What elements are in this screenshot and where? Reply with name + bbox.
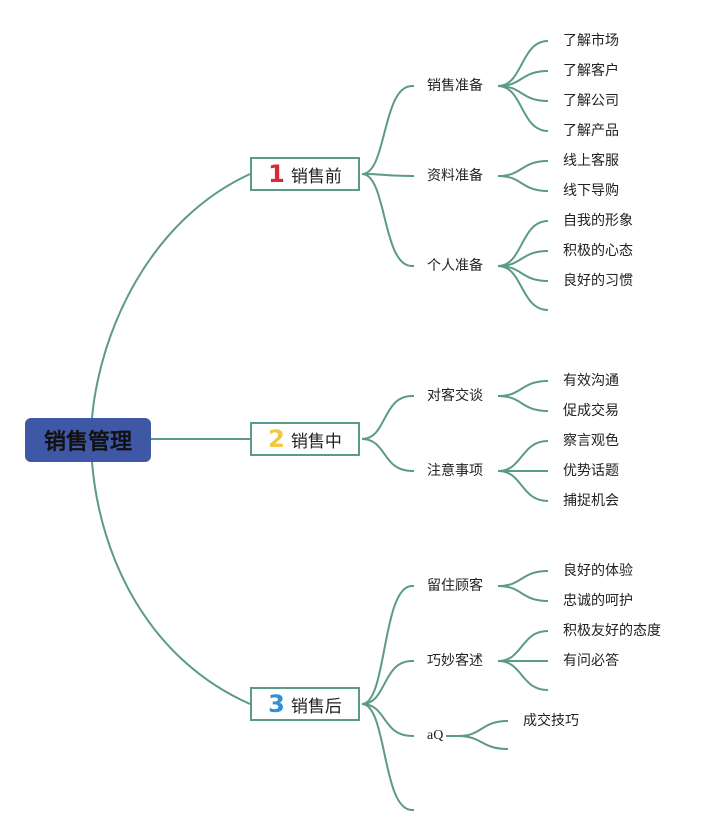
leaf-topic[interactable]: 有问必答: [563, 653, 619, 669]
leaf-topic[interactable]: 忠诚的呵护: [563, 593, 633, 609]
leaf-topic[interactable]: 积极友好的态度: [563, 623, 661, 639]
leaf-topic[interactable]: 自我的形象: [563, 213, 633, 229]
connector-line: [457, 720, 509, 737]
leaf-topic[interactable]: 成交技巧: [523, 713, 579, 729]
connector-line: [497, 160, 549, 177]
leaf-topic[interactable]: 积极的心态: [563, 243, 633, 259]
connector-line: [361, 585, 413, 705]
leaf-topic[interactable]: 了解产品: [563, 123, 619, 139]
connector-line: [497, 175, 549, 192]
connector-line: [497, 220, 549, 267]
connector-line: [497, 660, 549, 691]
connector-line: [361, 438, 413, 472]
connector-line: [361, 173, 413, 267]
number-2-icon: 2: [268, 425, 285, 453]
branch-node-post-sale[interactable]: 3 销售后: [250, 687, 360, 721]
connector-line: [497, 570, 549, 587]
leaf-topic[interactable]: 了解公司: [563, 93, 619, 109]
sub-topic[interactable]: 留住顾客: [427, 578, 483, 594]
connector-line: [361, 660, 413, 705]
leaf-topic[interactable]: 有效沟通: [563, 373, 619, 389]
branch-label: 销售后: [290, 696, 342, 717]
connector-line: [497, 40, 549, 87]
branch-label: 销售前: [290, 166, 342, 187]
connector-line: [361, 703, 413, 811]
leaf-topic[interactable]: 察言观色: [563, 433, 619, 449]
leaf-topic[interactable]: 线上客服: [563, 153, 619, 169]
connector-line: [497, 265, 549, 311]
branch-node-in-sale[interactable]: 2 销售中: [250, 422, 360, 456]
number-1-icon: 1: [268, 160, 285, 188]
number-3-icon: 3: [268, 690, 285, 718]
leaf-topic[interactable]: 良好的习惯: [563, 273, 633, 289]
leaf-topic[interactable]: 促成交易: [563, 403, 619, 419]
connector-line: [361, 703, 413, 737]
branch-label: 销售中: [290, 431, 342, 452]
connector-line: [361, 173, 413, 177]
sub-topic[interactable]: 销售准备: [427, 78, 483, 94]
sub-topic[interactable]: 个人准备: [427, 258, 483, 274]
connector-line: [91, 173, 251, 419]
connector-line: [361, 85, 413, 175]
leaf-topic[interactable]: 良好的体验: [563, 563, 633, 579]
sub-topic[interactable]: 巧妙客述: [427, 653, 483, 669]
connector-line: [361, 395, 413, 440]
connector-line: [457, 735, 509, 750]
sub-topic[interactable]: 注意事项: [427, 463, 483, 479]
root-node[interactable]: 销售管理: [25, 418, 151, 462]
connector-line: [497, 395, 549, 412]
sub-topic[interactable]: 对客交谈: [427, 388, 483, 404]
connector-line: [497, 470, 549, 502]
connector-line: [497, 85, 549, 132]
connector-line: [91, 461, 251, 705]
sub-topic[interactable]: 资料准备: [427, 168, 483, 184]
leaf-topic[interactable]: 捕捉机会: [563, 493, 619, 509]
sub-topic[interactable]: aQ: [427, 728, 444, 743]
connector-line: [497, 440, 549, 472]
root-label: 销售管理: [43, 430, 132, 455]
leaf-topic[interactable]: 了解客户: [563, 63, 619, 79]
connector-line: [497, 585, 549, 602]
connector-line: [497, 630, 549, 662]
leaf-topic[interactable]: 优势话题: [563, 463, 619, 479]
branch-node-pre-sale[interactable]: 1 销售前: [250, 157, 360, 191]
leaf-topic[interactable]: 了解市场: [563, 33, 619, 49]
leaf-topic[interactable]: 线下导购: [563, 183, 619, 199]
connector-line: [497, 380, 549, 397]
